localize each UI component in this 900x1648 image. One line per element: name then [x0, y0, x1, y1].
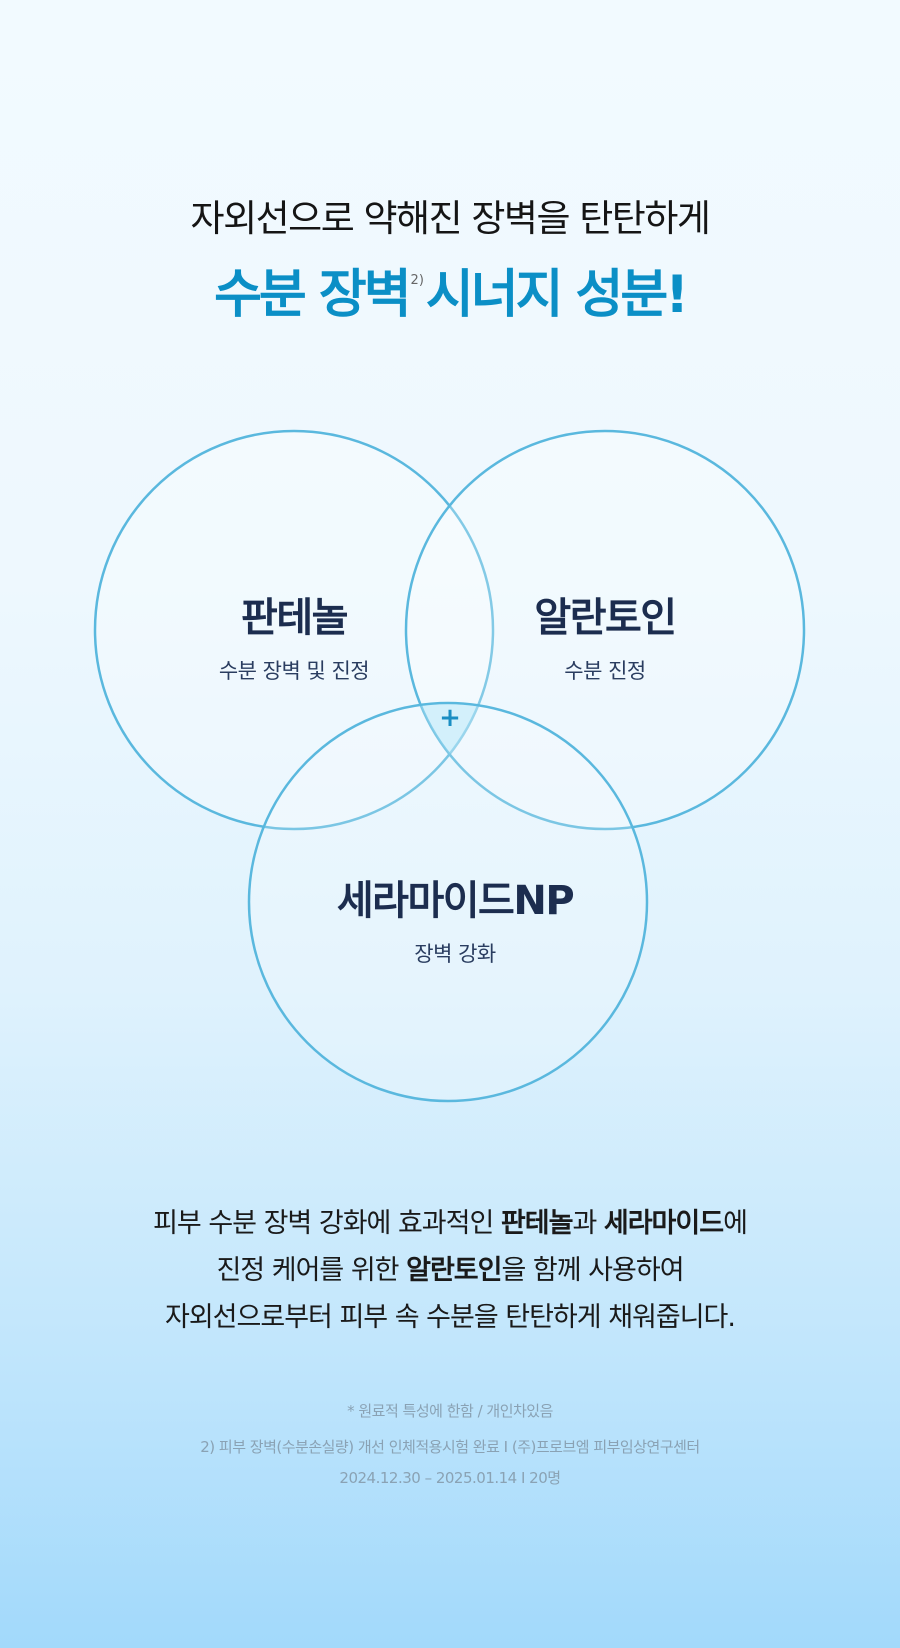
title-part-1: 수분 장벽 — [214, 265, 411, 325]
circle-allantoin — [404, 429, 806, 831]
footnote-period: 2024.12.30 – 2025.01.14 I 20명 — [339, 1469, 561, 1487]
circle-ceramide — [247, 701, 649, 1103]
ingredient-desc: 수분 장벽 및 진정 — [218, 659, 370, 683]
title-part-2: 시너지 성분! — [425, 265, 689, 325]
text: 진정 케어를 위한 — [216, 1255, 407, 1286]
footnote-disclaimer: * 원료적 특성에 한함 / 개인차있음 — [347, 1402, 553, 1420]
text: 자외선으로부터 피부 속 수분을 탄탄하게 채워줍니다. — [165, 1302, 736, 1333]
footnote-test: 2) 피부 장벽(수분손실량) 개선 인체적용시험 완료 I (주)프로브엠 피… — [200, 1438, 700, 1456]
ingredient-name: 세라마이드NP — [336, 878, 575, 924]
ingredient-panthenol: 판테놀 수분 장벽 및 진정 — [144, 585, 444, 685]
text: 과 — [572, 1208, 604, 1239]
circle-panthenol — [93, 429, 495, 831]
text: 에 — [723, 1208, 748, 1239]
ingredient-allantoin: 알란토인 수분 진정 — [455, 585, 755, 685]
text: 피부 수분 장벽 강화에 효과적인 — [153, 1208, 501, 1239]
text: 을 함께 사용하여 — [501, 1255, 684, 1286]
ingredient-desc: 수분 진정 — [564, 659, 646, 683]
ingredient-name: 판테놀 — [241, 595, 348, 641]
ingredient-name: 알란토인 — [534, 595, 677, 641]
description: 피부 수분 장벽 강화에 효과적인 판테놀과 세라마이드에 진정 케어를 위한 … — [0, 1200, 900, 1341]
highlight: 판테놀 — [500, 1208, 574, 1239]
footnote-ref: 2) — [410, 273, 424, 288]
headline: 자외선으로 약해진 장벽을 탄탄하게 — [190, 197, 711, 240]
plus-icon: + — [439, 703, 461, 733]
ingredient-ceramide: 세라마이드NP 장벽 강화 — [305, 868, 605, 968]
highlight: 세라마이드 — [603, 1208, 724, 1239]
ingredient-desc: 장벽 강화 — [414, 942, 496, 966]
highlight: 알란토인 — [406, 1255, 502, 1286]
